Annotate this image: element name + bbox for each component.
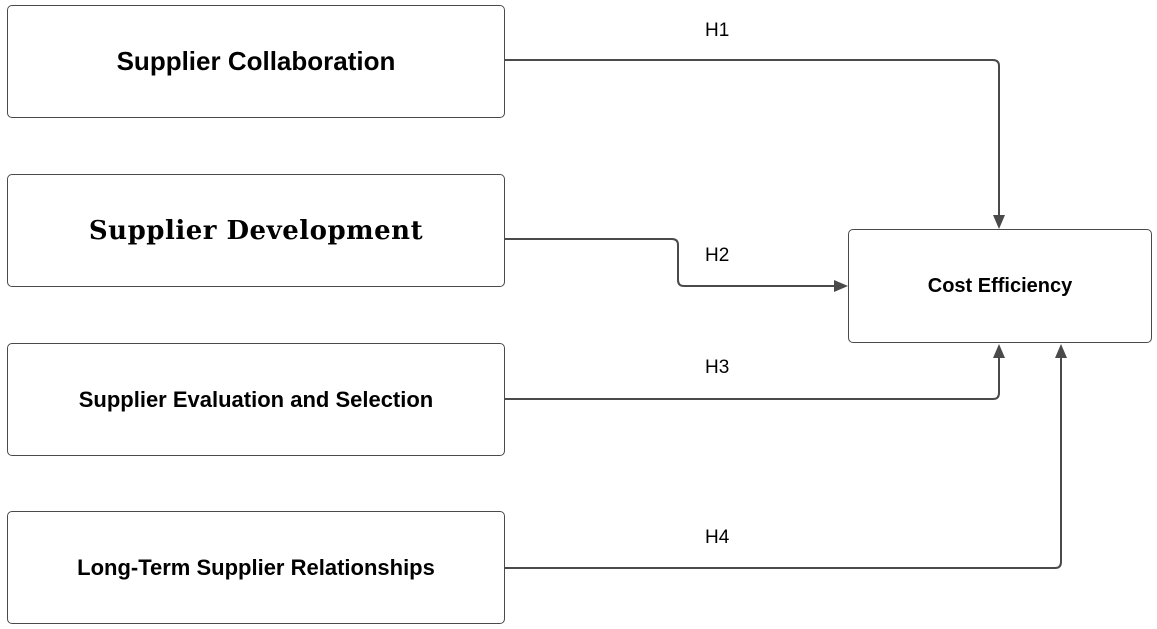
- hypothesis-h2-label: H2: [705, 245, 730, 266]
- h3-arrowhead: [993, 344, 1005, 358]
- h1-arrowhead: [993, 215, 1005, 229]
- long-term-relationships-box: Long-Term Supplier Relationships: [7, 511, 505, 624]
- h2-arrowhead: [834, 280, 848, 292]
- h2-connector: [505, 238, 836, 287]
- supplier-evaluation-box: Supplier Evaluation and Selection: [7, 343, 505, 456]
- hypothesis-h3-label: H3: [705, 357, 730, 378]
- h1-connector: [505, 59, 1000, 217]
- supplier-development-label: Supplier Development: [88, 215, 424, 246]
- cost-efficiency-box: Cost Efficiency: [848, 229, 1152, 343]
- supplier-evaluation-label: Supplier Evaluation and Selection: [78, 386, 434, 412]
- h4-arrowhead: [1055, 344, 1067, 358]
- cost-efficiency-label: Cost Efficiency: [927, 274, 1073, 297]
- h3-connector: [505, 356, 1000, 400]
- supplier-development-box: Supplier Development: [7, 174, 505, 287]
- hypothesis-h1-label: H1: [705, 20, 730, 41]
- supplier-collaboration-box: Supplier Collaboration: [7, 5, 505, 118]
- hypothesis-h4-label: H4: [705, 527, 730, 548]
- h4-connector: [505, 356, 1062, 569]
- long-term-relationships-label: Long-Term Supplier Relationships: [77, 554, 435, 580]
- supplier-collaboration-label: Supplier Collaboration: [116, 46, 396, 76]
